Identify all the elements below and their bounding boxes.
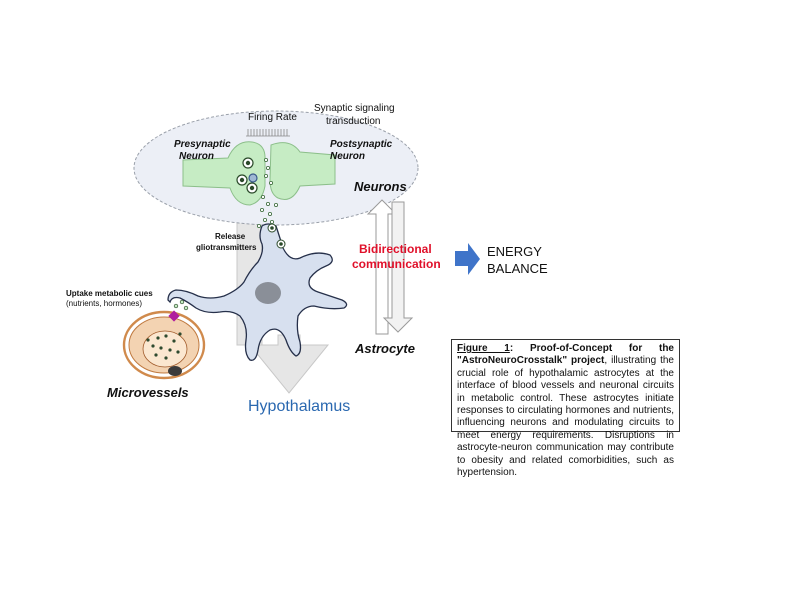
microvessels-label: Microvessels bbox=[107, 385, 189, 400]
firing-rate-label: Firing Rate bbox=[248, 112, 297, 123]
presynaptic-neuron-label: Neuron bbox=[179, 151, 214, 162]
gliotransmitters-label: gliotransmitters bbox=[196, 243, 257, 252]
postsynaptic-neuron-label: Neuron bbox=[330, 151, 365, 162]
microvessel bbox=[122, 310, 206, 380]
uptake-label: Uptake metabolic cues bbox=[66, 289, 153, 298]
astrocyte-endfoot-dots bbox=[173, 299, 189, 311]
bidirectional-vertical-arrow bbox=[366, 199, 414, 335]
gliotransmitter-vesicles bbox=[267, 223, 286, 249]
postsynaptic-label: Postsynaptic bbox=[330, 139, 393, 150]
release-label: Release bbox=[215, 232, 246, 241]
neurons-label: Neurons bbox=[354, 179, 407, 194]
firing-rate-ticks bbox=[246, 129, 290, 137]
synaptic-cleft-dots bbox=[256, 157, 278, 228]
figure-title: : Proof-of-Concept for the "AstroNeuroCr… bbox=[457, 343, 674, 367]
synaptic-signaling-label: Synaptic signaling bbox=[314, 103, 395, 114]
transduction-label: transduction bbox=[326, 116, 381, 127]
figure-caption: Figure 1: Proof-of-Concept for the "Astr… bbox=[451, 339, 680, 478]
communication-label: communication bbox=[352, 257, 441, 271]
bidirectional-label: Bidirectional bbox=[359, 242, 432, 256]
energy-label: ENERGY bbox=[487, 244, 542, 259]
postsynaptic-neuron-shape bbox=[269, 142, 336, 200]
astrocyte-nucleus bbox=[255, 282, 281, 304]
uptake-detail-label: (nutrients, hormones) bbox=[66, 299, 143, 308]
figure-label: Figure 1 bbox=[457, 343, 510, 354]
astrocyte-label: Astrocyte bbox=[355, 341, 415, 356]
presynaptic-label: Presynaptic bbox=[174, 139, 231, 150]
figure-body: , illustrating the crucial role of hypot… bbox=[457, 355, 674, 479]
hypothalamus-label: Hypothalamus bbox=[248, 398, 351, 415]
presynaptic-vesicles bbox=[236, 157, 258, 194]
balance-label: BALANCE bbox=[487, 261, 548, 276]
energy-balance-arrow bbox=[455, 243, 480, 275]
presynaptic-neuron-shape bbox=[182, 141, 266, 206]
